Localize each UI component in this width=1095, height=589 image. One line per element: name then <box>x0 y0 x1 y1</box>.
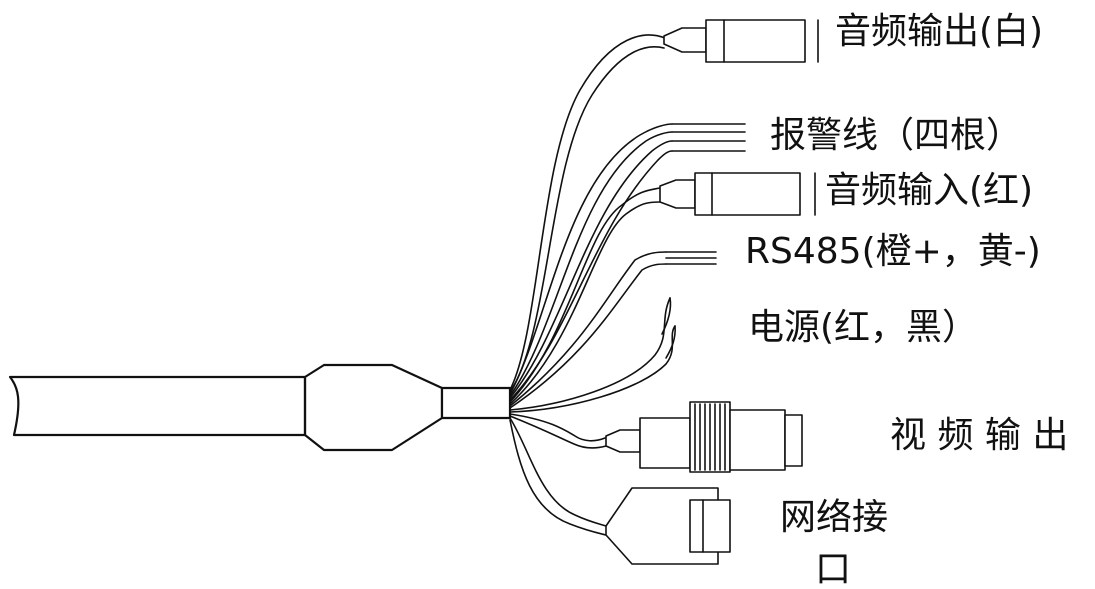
power-wire-end-2 <box>665 325 676 359</box>
video-body <box>729 409 786 471</box>
audio-out-boot <box>663 27 707 53</box>
rs485-wire-2 <box>509 263 667 409</box>
network-port-label-line-2: 口 <box>815 549 852 589</box>
audio-in-boot <box>659 179 696 209</box>
audio-in-wire <box>509 187 661 403</box>
audio-in-plug <box>694 172 801 216</box>
network-port-label-line-1: 网络接 <box>780 497 889 538</box>
video-knurl-lines <box>694 403 726 471</box>
alarm-wire-2 <box>509 131 673 397</box>
video-wire-2 <box>509 415 607 449</box>
power-wire-2 <box>509 325 676 413</box>
audio-out-wire-2 <box>509 46 665 393</box>
power-wire-1 <box>509 297 671 411</box>
video-tip <box>784 414 803 467</box>
power-label: 电源(红，黑） <box>748 307 979 348</box>
alarm-line-label: 报警线（四根） <box>770 115 1023 156</box>
video-output-label: 视 频 输 出 <box>890 415 1069 456</box>
rs485-label: RS485(橙+，黄-) <box>745 231 1041 272</box>
alarm-wire-1 <box>509 123 673 395</box>
network-plug <box>689 499 731 553</box>
audio-input-label: 音频输入(红) <box>825 170 1034 211</box>
alarm-wire-3 <box>509 140 673 399</box>
audio-out-plug <box>705 19 806 63</box>
network-wire-2 <box>509 419 607 536</box>
audio-out-wire <box>509 34 666 391</box>
video-wire-1 <box>509 413 606 442</box>
sleeve <box>440 386 512 420</box>
audio-output-label: 音频输出(白) <box>835 11 1044 52</box>
audio-in-wire-2 <box>509 201 661 405</box>
video-boot <box>605 429 641 453</box>
cable-boot <box>303 363 444 452</box>
network-wire-1 <box>509 417 607 527</box>
rs485-wire-1 <box>509 251 667 407</box>
power-wire-end-1 <box>661 297 672 335</box>
video-coupler <box>639 417 691 469</box>
main-cable <box>8 375 307 437</box>
